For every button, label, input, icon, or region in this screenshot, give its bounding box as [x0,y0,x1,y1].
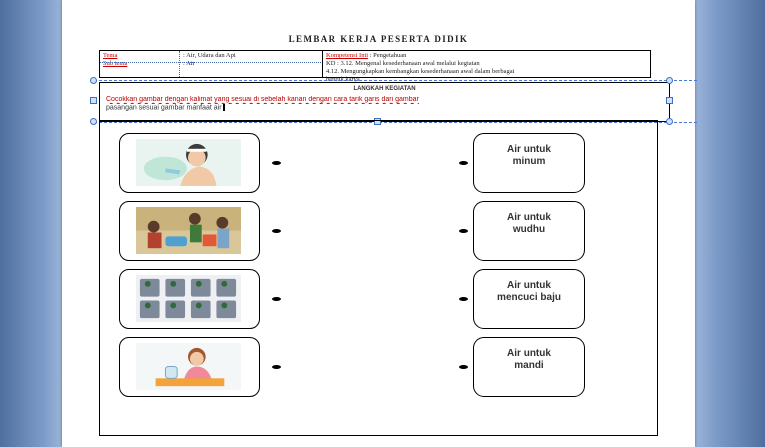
answer-line-2: minum [512,156,546,167]
connector-dot-left-4[interactable] [272,365,281,369]
answer-line-2: mencuci baju [497,292,561,303]
steps-text[interactable]: Cocokkan gambar dengan kalimat yang sesu… [106,96,659,112]
connector-dot-right-2[interactable] [459,229,468,233]
info-value-column: : Air, Udara dan Api : Air [180,51,323,77]
selection-border-top [94,80,697,81]
tema-label: Tema [103,52,118,59]
connector-dot-left-2[interactable] [272,229,281,233]
info-label-column: Tema Sub tema [100,51,180,77]
child-drinking-picture [136,139,241,187]
answer-line-1: Air untuk [507,212,551,223]
tema-value: : Air, Udara dan Api [183,52,236,59]
picture-card-1 [119,133,260,193]
steps-text-line-2: pasangan sesuai gambar manfaat air [106,104,222,112]
row-separator [100,62,323,63]
connector-dot-left-3[interactable] [272,297,281,301]
resize-handle-top-right[interactable] [666,77,673,84]
selection-border-bottom [94,122,697,123]
resize-handle-top-left[interactable] [90,77,97,84]
answer-line-1: Air untuk [507,144,551,155]
document-page[interactable]: LEMBAR KERJA PESERTA DIDIK Tema Sub tema… [62,0,697,447]
answer-line-2: mandi [514,360,544,371]
info-table: Tema Sub tema : Air, Udara dan Api : Air… [99,50,651,83]
resize-handle-middle-left[interactable] [90,97,97,104]
connector-dot-right-1[interactable] [459,161,468,165]
steps-title: LANGKAH KEGIATAN [353,86,416,92]
workspace-left-margin [0,0,62,447]
resize-handle-bottom-left[interactable] [90,118,97,125]
picture-card-3 [119,269,260,329]
resize-handle-bottom-right[interactable] [666,118,673,125]
picture-card-4 [119,337,260,397]
picture-card-2 [119,201,260,261]
kompetensi-value: : Pengetahuan [369,52,407,59]
steps-text-line-1: Cocokkan gambar dengan kalimat yang sesu… [106,96,419,103]
resize-handle-bottom-center[interactable] [374,118,381,125]
connector-dot-left-1[interactable] [272,161,281,165]
answer-line-1: Air untuk [507,280,551,291]
kd-line-3: bentuk karya [326,76,360,83]
kd-line-1: KD : 3.12. Mengenal kesederhanaan awal m… [326,60,480,67]
subtema-value: : Air [183,60,195,67]
answer-card-1: Air untuk minum [473,133,585,193]
connector-dot-right-3[interactable] [459,297,468,301]
worksheet-title: LEMBAR KERJA PESERTA DIDIK [288,34,469,44]
competency-column: Kompetensi Inti : Pengetahuan KD : 3.12.… [323,51,650,83]
connector-dot-right-4[interactable] [459,365,468,369]
answer-card-4: Air untuk mandi [473,337,585,397]
text-cursor [222,104,225,111]
resize-handle-middle-right[interactable] [666,97,673,104]
bathing-picture [136,343,241,391]
workspace-right-margin [695,0,765,447]
answer-card-3: Air untuk mencuci baju [473,269,585,329]
washing-clothes-picture [136,275,241,323]
answer-card-2: Air untuk wudhu [473,201,585,261]
subtema-label: Sub tema [103,60,128,67]
kompetensi-label: Kompetensi Inti [326,52,369,59]
answer-line-2: wudhu [512,224,546,235]
answer-line-1: Air untuk [507,348,551,359]
matching-area: Air untuk minum Air untuk wudhu [99,120,658,436]
wudhu-picture [136,207,241,255]
steps-textbox[interactable]: LANGKAH KEGIATAN Cocokkan gambar dengan … [99,82,670,122]
kd-line-2: 4.12. Mengungkapkan kembangkan kesederha… [326,68,515,75]
